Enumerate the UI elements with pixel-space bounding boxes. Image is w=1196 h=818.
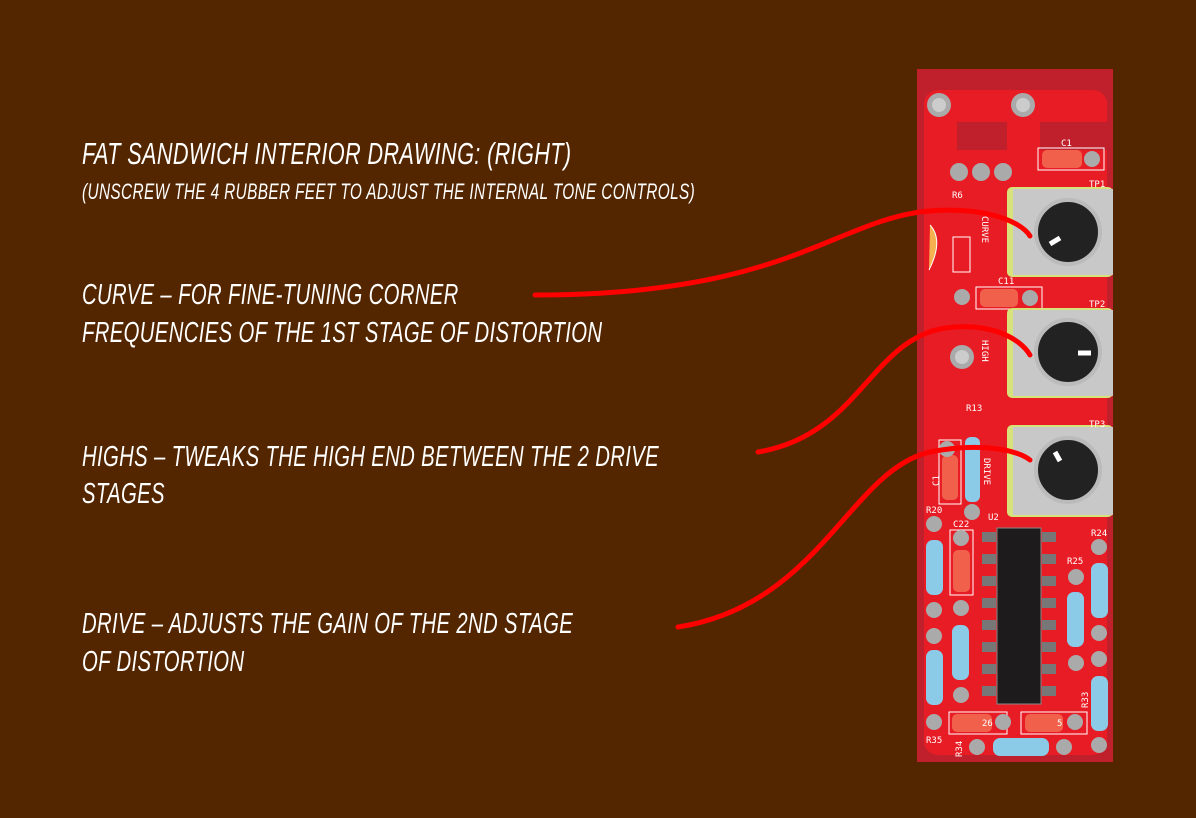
svg-text:TP3: TP3 xyxy=(1089,420,1105,430)
high-trimpot xyxy=(1007,308,1113,398)
svg-text:R24: R24 xyxy=(1091,529,1107,539)
svg-text:C11: C11 xyxy=(998,277,1014,287)
svg-text:TP2: TP2 xyxy=(1089,300,1105,310)
svg-text:C1: C1 xyxy=(1061,139,1072,149)
svg-text:TP1: TP1 xyxy=(1089,180,1105,190)
svg-text:DRIVE: DRIVE xyxy=(981,458,991,485)
svg-text:R6: R6 xyxy=(952,191,963,201)
page-subtitle: (UNSCREW THE 4 RUBBER FEET TO ADJUST THE… xyxy=(82,179,696,204)
svg-text:U2: U2 xyxy=(988,513,999,523)
pcb-silkscreen-labels: C1 TP1 R6 CURVE C11 TP2 HIGH R13 TP3 DRI… xyxy=(926,139,1107,757)
curve-annotation-line2: FREQUENCIES OF THE 1ST STAGE OF DISTORTI… xyxy=(82,317,603,349)
drive-pointer-line xyxy=(675,444,1033,630)
curve-annotation-line1: CURVE – FOR FINE-TUNING CORNER xyxy=(82,279,459,311)
svg-text:R33: R33 xyxy=(1081,692,1091,708)
svg-text:R35: R35 xyxy=(926,736,942,746)
highs-annotation-line1: HIGHS – TWEAKS THE HIGH END BETWEEN THE … xyxy=(82,441,660,473)
svg-text:R34: R34 xyxy=(955,741,965,757)
svg-text:R13: R13 xyxy=(966,404,982,414)
page-title: FAT SANDWICH INTERIOR DRAWING: (RIGHT) xyxy=(82,136,572,171)
ic-u2 xyxy=(982,527,1056,705)
pcb-board xyxy=(917,69,1113,762)
svg-text:C1: C1 xyxy=(932,475,942,486)
highs-annotation-line2: STAGES xyxy=(82,478,165,510)
svg-text:26: 26 xyxy=(982,719,993,729)
svg-text:CURVE: CURVE xyxy=(979,216,989,243)
svg-text:HIGH: HIGH xyxy=(979,340,989,362)
svg-text:R25: R25 xyxy=(1067,557,1083,567)
drive-trimpot xyxy=(1007,425,1113,517)
svg-text:C22: C22 xyxy=(953,520,969,530)
curve-pointer-line xyxy=(532,207,1033,298)
svg-text:R20: R20 xyxy=(926,506,942,516)
curve-trimpot xyxy=(1007,187,1113,277)
drive-annotation-line2: OF DISTORTION xyxy=(82,646,245,678)
drive-annotation-line1: DRIVE – ADJUSTS THE GAIN OF THE 2ND STAG… xyxy=(82,608,574,640)
highs-pointer-line xyxy=(755,324,1033,455)
svg-text:5: 5 xyxy=(1057,719,1062,729)
